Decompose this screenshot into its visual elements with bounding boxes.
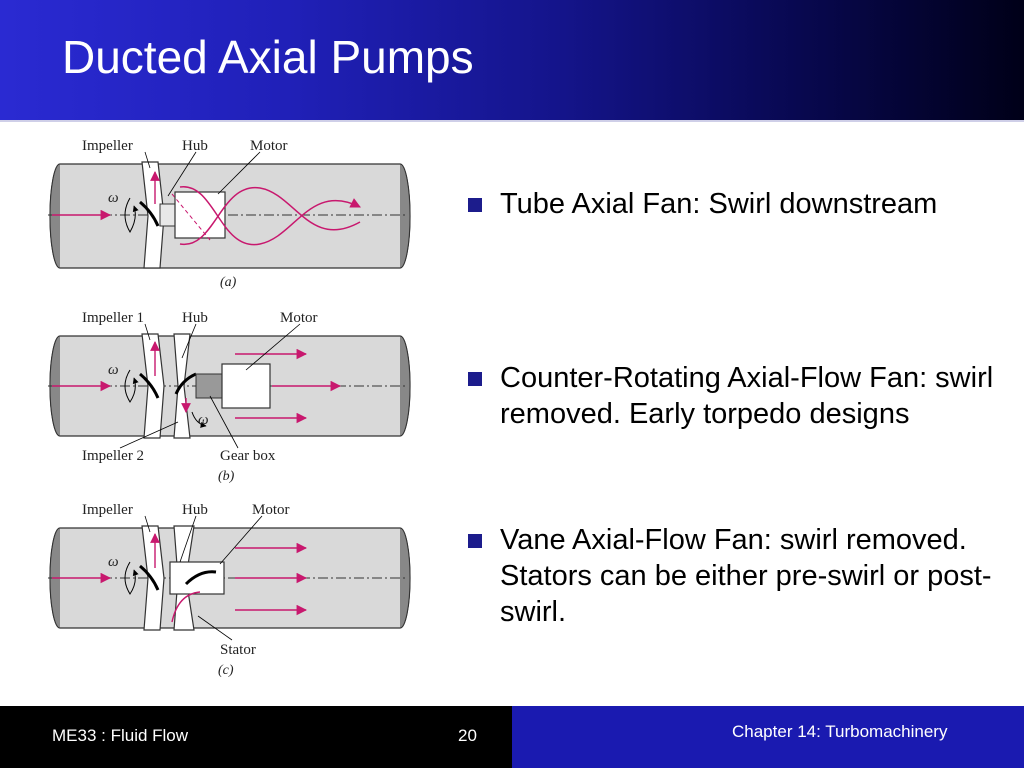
- label-b-gear-box: Gear box: [220, 448, 276, 464]
- bullet-square-icon: [468, 198, 482, 212]
- label-a-motor: Motor: [250, 138, 288, 154]
- slide-title: Ducted Axial Pumps: [62, 31, 474, 83]
- diagram-a: Impeller Hub Motor ω (a): [48, 138, 411, 290]
- label-b-impeller-1: Impeller 1: [82, 310, 144, 326]
- diagram-c: Impeller Hub Motor ω Stator (c): [48, 502, 411, 678]
- bullet-text: Counter-Rotating Axial-Flow Fan: swirl r…: [500, 362, 994, 430]
- label-b-omega-2: ω: [198, 412, 209, 428]
- label-c-motor: Motor: [252, 502, 290, 518]
- label-c-impeller: Impeller: [82, 502, 133, 518]
- bullet-square-icon: [468, 372, 482, 386]
- footer-page-number: 20: [458, 726, 477, 745]
- footer-course: ME33 : Fluid Flow: [52, 726, 189, 745]
- label-c-hub: Hub: [182, 502, 208, 518]
- footer-left-panel: [0, 706, 512, 768]
- caption-a: (a): [220, 275, 237, 290]
- label-a-impeller: Impeller: [82, 138, 133, 154]
- caption-b: (b): [218, 469, 235, 484]
- label-a-omega: ω: [108, 190, 119, 206]
- label-b-motor: Motor: [280, 310, 318, 326]
- footer-chapter: Chapter 14: Turbomachinery: [732, 722, 948, 741]
- label-b-impeller-2: Impeller 2: [82, 448, 144, 464]
- bullet-square-icon: [468, 534, 482, 548]
- label-c-stator: Stator: [220, 642, 256, 658]
- diagram-b: Impeller 1 Hub Motor ω ω Impeller 2 Gear…: [48, 310, 411, 484]
- fan-diagrams: Impeller Hub Motor ω (a): [0, 122, 430, 702]
- bullet-text: Vane Axial-Flow Fan: swirl removed. Stat…: [500, 524, 992, 628]
- footer-right-panel: [512, 706, 1024, 768]
- label-c-omega: ω: [108, 554, 119, 570]
- header-divider: [0, 120, 1024, 122]
- bullet-text: Tube Axial Fan: Swirl downstream: [500, 188, 938, 220]
- label-b-omega: ω: [108, 362, 119, 378]
- label-a-hub: Hub: [182, 138, 208, 154]
- title-bar: Ducted Axial Pumps: [0, 0, 1024, 120]
- label-b-hub: Hub: [182, 310, 208, 326]
- caption-c: (c): [218, 663, 234, 678]
